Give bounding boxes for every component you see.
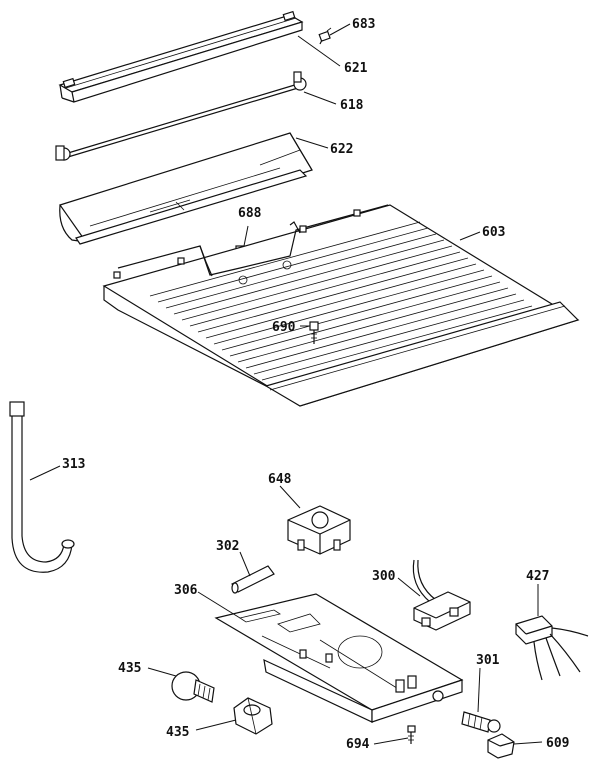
part-306-housing xyxy=(214,593,464,723)
part-435-socket xyxy=(233,697,273,735)
label-306: 306 xyxy=(174,583,198,598)
label-300: 300 xyxy=(372,569,396,584)
part-603-shelf xyxy=(102,204,580,407)
label-603: 603 xyxy=(482,225,505,240)
label-427: 427 xyxy=(526,569,549,584)
label-622: 622 xyxy=(330,142,353,157)
label-694: 694 xyxy=(346,737,370,752)
part-683-screw xyxy=(318,27,332,45)
part-618-rod xyxy=(55,71,307,161)
label-313: 313 xyxy=(62,457,85,472)
label-435-bulb: 435 xyxy=(118,661,141,676)
part-621-rail xyxy=(58,10,304,103)
part-609-clip xyxy=(487,733,515,759)
part-690-screw xyxy=(309,321,319,344)
label-618: 618 xyxy=(340,98,364,113)
part-300-switch xyxy=(412,559,471,631)
part-622-trough xyxy=(59,132,313,245)
label-690: 690 xyxy=(272,320,296,335)
label-621: 621 xyxy=(344,61,368,76)
leader-lines xyxy=(29,23,543,745)
label-683: 683 xyxy=(352,17,375,32)
label-302: 302 xyxy=(216,539,239,554)
label-648: 648 xyxy=(268,472,292,487)
part-435-bulb xyxy=(171,671,215,703)
part-427-connector xyxy=(515,615,589,681)
label-301: 301 xyxy=(476,653,500,668)
part-301-plunger xyxy=(461,711,501,733)
part-694-screw xyxy=(407,725,416,744)
part-302-cylinder xyxy=(231,565,275,594)
part-313-drain-tube xyxy=(9,401,75,573)
label-688: 688 xyxy=(238,206,262,221)
label-435-socket: 435 xyxy=(166,725,189,740)
part-648-thermostat xyxy=(287,505,351,555)
label-609: 609 xyxy=(546,736,569,751)
part-labels: 683 621 618 622 688 603 690 313 648 302 … xyxy=(62,17,569,752)
